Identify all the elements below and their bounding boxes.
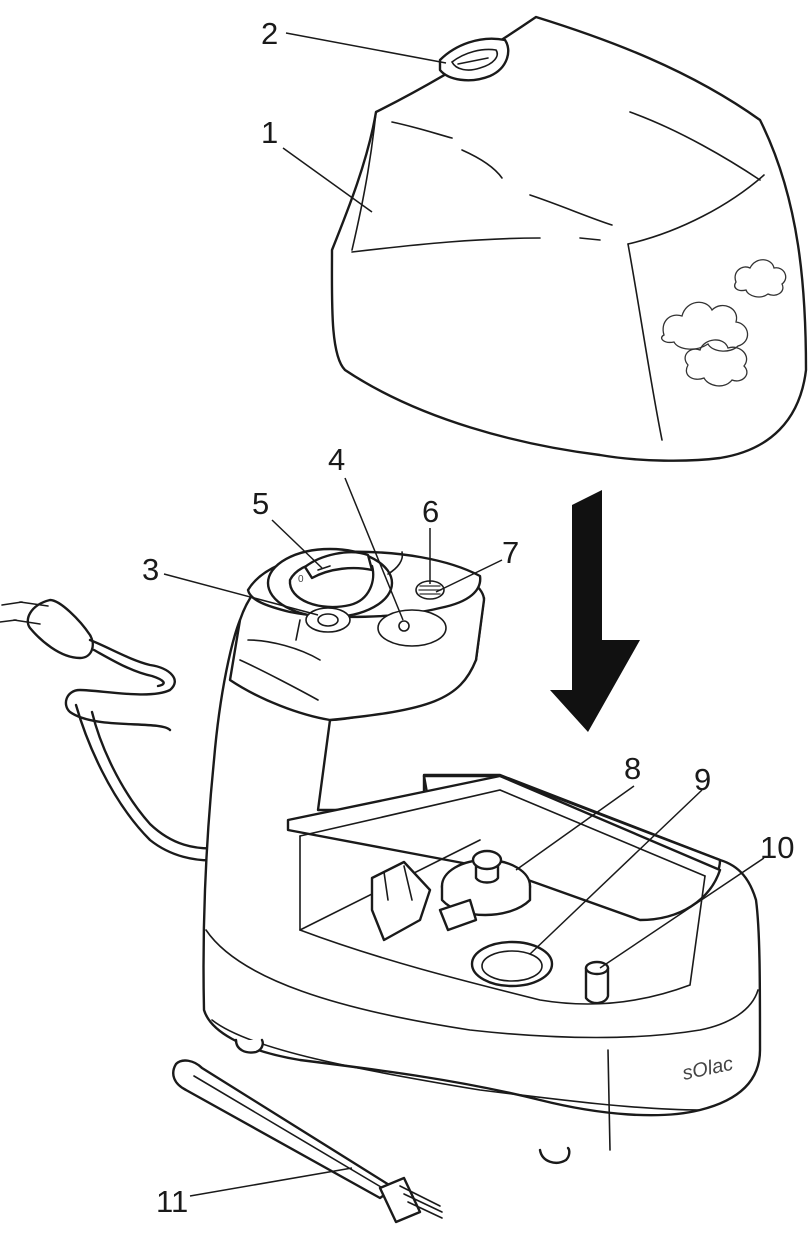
callout-labels: 2 1 3 4 5 6 7 8 9 10 11 [142, 16, 794, 1219]
water-level-pin [584, 960, 610, 1005]
callout-1: 1 [261, 115, 278, 150]
callout-3: 3 [142, 552, 159, 587]
callout-4: 4 [328, 442, 345, 477]
power-indicator-light [305, 607, 351, 633]
cleaning-brush [172, 1059, 443, 1224]
aroma-window [377, 609, 447, 647]
callout-6: 6 [422, 494, 439, 529]
callout-9: 9 [694, 762, 711, 797]
cover-lid [330, 15, 808, 462]
float-bracket [370, 860, 478, 942]
base-unit: 0 [202, 547, 762, 1164]
timer-dial: 0 [266, 547, 404, 619]
callout-2: 2 [261, 16, 278, 51]
callout-5: 5 [252, 486, 269, 521]
callout-8: 8 [624, 751, 641, 786]
callout-leaders [163, 32, 765, 1197]
water-well [470, 940, 554, 988]
power-cord [0, 598, 222, 862]
ultrasonic-module [440, 849, 532, 917]
svg-text:0: 0 [298, 574, 304, 585]
cover-release-button [438, 37, 510, 82]
callout-11: 11 [156, 1184, 188, 1219]
callout-10: 10 [760, 830, 794, 865]
callout-7: 7 [502, 535, 519, 570]
assembly-direction-arrow-icon [550, 490, 640, 732]
